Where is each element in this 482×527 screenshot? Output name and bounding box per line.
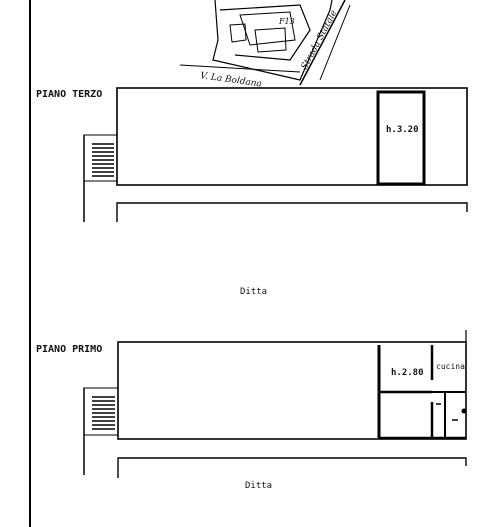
terzo-outline <box>116 87 468 186</box>
caption-terzo: Ditta <box>240 287 267 297</box>
parcel-label: F13 <box>278 17 295 26</box>
floor-title-primo: PIANO PRIMO <box>36 344 102 355</box>
floor-title-terzo: PIANO TERZO <box>36 89 102 100</box>
terzo-room-height: h.3.20 <box>386 125 419 135</box>
terzo-staircase <box>83 134 118 222</box>
primo-rooms <box>377 345 467 440</box>
caption-primo: Ditta <box>245 481 272 491</box>
primo-staircase <box>83 387 119 475</box>
primo-room-height: h.2.80 <box>391 368 424 378</box>
floor-plan-terzo: PIANO TERZO h.3.20 Ditta <box>36 87 468 297</box>
floor-plan-primo: PIANO PRIMO h.2.80 cucina <box>36 330 467 491</box>
terzo-room <box>376 90 426 186</box>
street-left-label: V. La Boldana <box>200 71 263 90</box>
primo-outline <box>117 341 467 440</box>
site-map: V. La Boldana Strada Statale F13 <box>179 0 351 90</box>
primo-room-name: cucina <box>436 362 465 371</box>
